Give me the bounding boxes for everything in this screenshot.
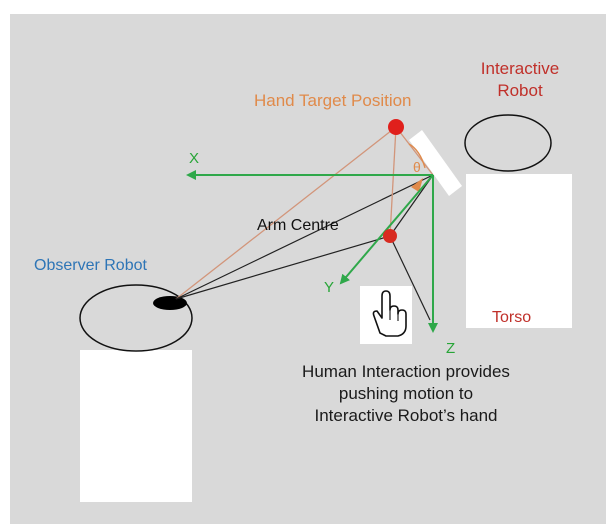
- y-axis-arrow: [339, 174, 434, 285]
- observer-robot-eye: [153, 296, 187, 310]
- hand-target-point: [388, 119, 404, 135]
- observer-robot-label: Observer Robot: [34, 257, 147, 274]
- interactive-robot-torso: [466, 174, 572, 328]
- theta-label: θ: [413, 159, 421, 175]
- line-shoulder-to-arm-centre: [389, 174, 434, 237]
- caption-line3: Interactive Robot’s hand: [314, 406, 498, 425]
- caption-line2: pushing motion to: [338, 384, 474, 403]
- line-observer-to-target: [175, 126, 397, 300]
- arm-centre-point: [383, 229, 397, 243]
- interactive-robot-label-line1: Interactive: [480, 59, 560, 78]
- theta-angle-arc: [408, 143, 426, 169]
- observer-robot-head: [79, 284, 193, 352]
- x-axis-label: X: [189, 150, 200, 167]
- hand-target-position-label: Hand Target Position: [254, 91, 412, 110]
- z-axis-label: Z: [446, 340, 456, 357]
- torso-label: Torso: [492, 309, 532, 326]
- interactive-robot-label-line2: Robot: [497, 81, 543, 100]
- arm-centre-label: Arm Centre: [257, 217, 339, 234]
- line-target-to-shoulder: [395, 126, 434, 176]
- line-arm-centre-to-hand: [389, 235, 431, 321]
- interactive-robot-label: Interactive Robot: [465, 58, 575, 102]
- interactive-robot-head: [464, 114, 552, 172]
- line-observer-to-arm-centre: [175, 235, 391, 300]
- caption-line1: Human Interaction provides: [302, 362, 510, 381]
- angle-marker: [411, 178, 423, 192]
- line-observer-to-shoulder: [175, 174, 434, 300]
- y-axis-label: Y: [324, 279, 335, 296]
- human-interaction-caption: Human Interaction provides pushing motio…: [241, 361, 571, 427]
- hand-pointer-icon: [360, 286, 412, 344]
- line-target-to-arm-centre: [389, 126, 397, 237]
- observer-robot-body: [80, 350, 192, 502]
- interactive-robot-arm: [409, 130, 462, 196]
